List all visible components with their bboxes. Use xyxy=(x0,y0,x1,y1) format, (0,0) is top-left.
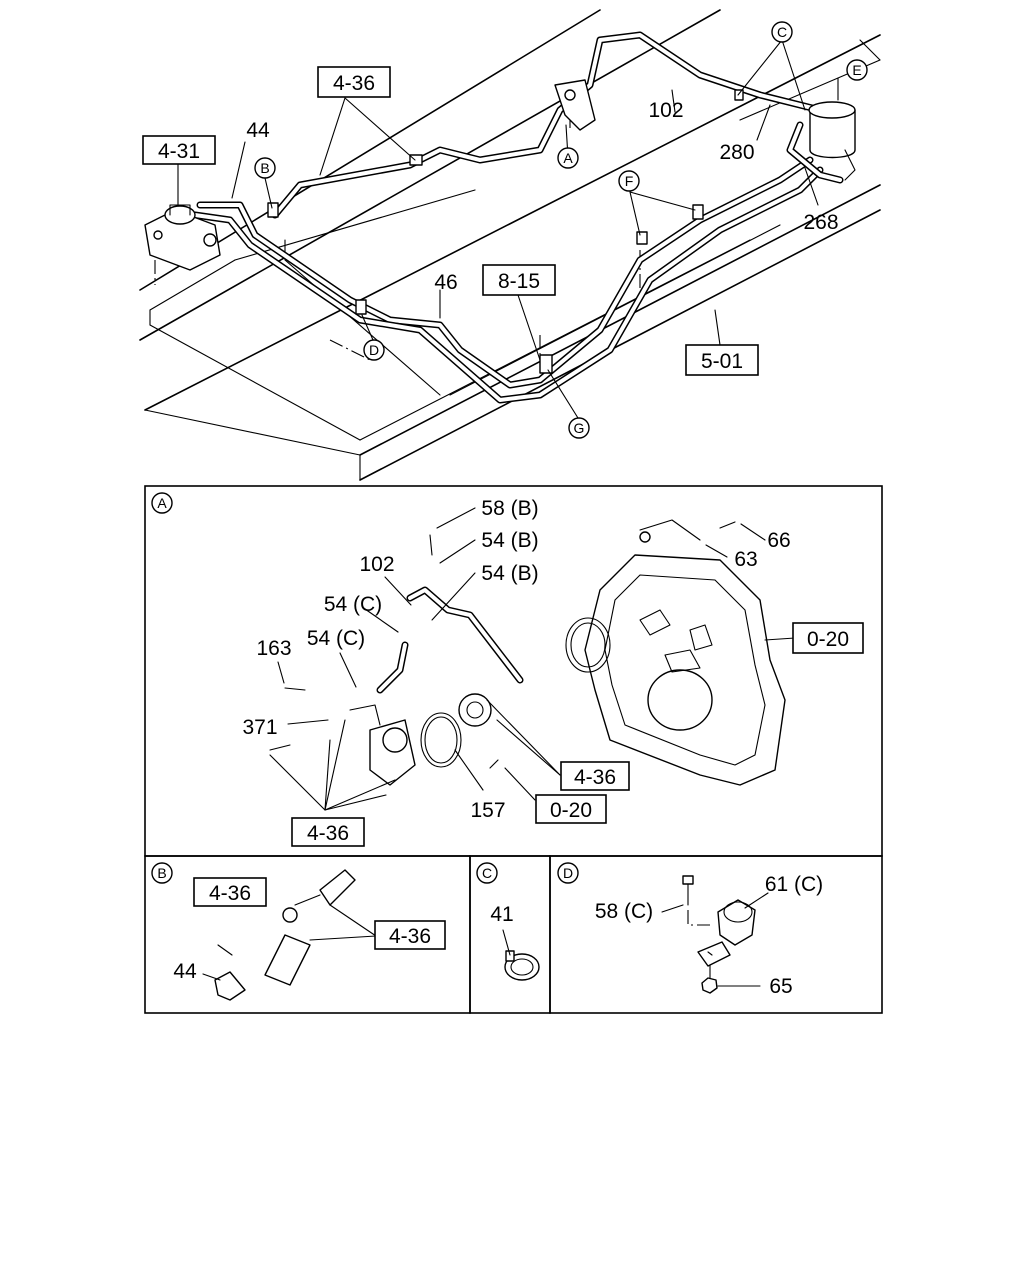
callout-a: A xyxy=(557,147,579,169)
fuel-filter xyxy=(808,101,856,181)
label-371: 371 xyxy=(242,716,277,739)
overview-leaders xyxy=(177,39,839,419)
part-number-280: 280 xyxy=(719,141,754,164)
svg-text:A: A xyxy=(563,150,573,166)
part-number-268: 268 xyxy=(803,211,838,234)
label-41: 41 xyxy=(490,903,513,926)
gasket-ring xyxy=(565,617,611,673)
label-54b: 54 (B) xyxy=(481,562,538,585)
label-65: 65 xyxy=(769,975,792,998)
detail-b-parts xyxy=(214,869,356,1001)
overview-diagram: 4-36 4-31 8-15 5-01 44 46 102 280 268 A … xyxy=(139,9,881,481)
bolt-58c xyxy=(682,875,694,906)
label-58c: 58 (C) xyxy=(595,900,653,923)
svg-text:0-20: 0-20 xyxy=(807,628,849,651)
part-number-102: 102 xyxy=(648,99,683,122)
ref-label: 4-36 xyxy=(333,72,375,95)
overview-ref-box-4-31: 4-31 xyxy=(142,135,216,165)
label-44: 44 xyxy=(173,960,197,983)
callout-b: B xyxy=(254,157,276,179)
o-ring-157 xyxy=(420,712,462,768)
gear xyxy=(458,693,492,727)
detail-d-leaders xyxy=(661,892,769,987)
detail-b-leaders xyxy=(202,904,377,981)
svg-text:4-36: 4-36 xyxy=(574,766,616,789)
svg-text:C: C xyxy=(777,24,787,40)
svg-text:F: F xyxy=(625,173,634,189)
label-54b: 54 (B) xyxy=(481,529,538,552)
ref-label: 8-15 xyxy=(498,270,540,293)
pipe-bracket xyxy=(697,899,756,967)
label-66: 66 xyxy=(767,529,790,552)
bolts xyxy=(269,521,736,769)
callout-d: D xyxy=(363,339,385,361)
detail-c-tag: C xyxy=(476,862,498,884)
detail-a-ref-0-20-stud: 0-20 xyxy=(535,794,607,824)
svg-text:D: D xyxy=(563,865,573,881)
bracket-a xyxy=(554,79,596,131)
ref-label: 4-31 xyxy=(158,140,200,163)
part-number-46: 46 xyxy=(434,271,457,294)
callout-c: C xyxy=(771,21,793,43)
svg-text:4-36: 4-36 xyxy=(209,882,251,905)
flywheel-housing xyxy=(584,519,786,786)
pipe-102 xyxy=(406,586,524,684)
detail-c-panel: C 41 xyxy=(469,855,551,1014)
callout-e: E xyxy=(846,59,868,81)
label-63: 63 xyxy=(734,548,757,571)
fuel-pump xyxy=(144,204,221,271)
detail-a-panel: A xyxy=(144,485,883,857)
label-102: 102 xyxy=(359,553,394,576)
label-54c: 54 (C) xyxy=(324,593,382,616)
svg-text:G: G xyxy=(574,420,585,436)
label-61c: 61 (C) xyxy=(765,873,823,896)
overview-ref-box-8-15: 8-15 xyxy=(482,264,556,296)
detail-a-ref-0-20-right: 0-20 xyxy=(792,622,864,654)
overview-ref-box-5-01: 5-01 xyxy=(685,344,759,376)
svg-text:4-36: 4-36 xyxy=(389,925,431,948)
label-163: 163 xyxy=(256,637,291,660)
detail-a-tag: A xyxy=(151,492,173,514)
label-58b: 58 (B) xyxy=(481,497,538,520)
detail-a-leaders xyxy=(269,507,796,811)
hose xyxy=(376,641,409,694)
callout-f: F xyxy=(618,170,640,192)
injection-pump xyxy=(349,704,416,786)
svg-text:C: C xyxy=(482,865,492,881)
detail-d-tag: D xyxy=(557,862,579,884)
part-number-44: 44 xyxy=(246,119,270,142)
detail-b-ref-right: 4-36 xyxy=(374,920,446,950)
hose-clamp xyxy=(504,950,540,981)
svg-text:B: B xyxy=(157,865,166,881)
detail-b-panel: B 4-36 4-36 44 xyxy=(144,855,471,1014)
svg-text:4-36: 4-36 xyxy=(307,822,349,845)
detail-a-ref-4-36-bottom: 4-36 xyxy=(291,817,365,847)
label-54c: 54 (C) xyxy=(307,627,365,650)
detail-d-panel: D 58 (C) 61 (C) 65 xyxy=(549,855,883,1014)
label-157: 157 xyxy=(470,799,505,822)
callout-g: G xyxy=(568,417,590,439)
overview-ref-box-4-36: 4-36 xyxy=(317,66,391,98)
svg-text:E: E xyxy=(852,62,861,78)
detail-b-tag: B xyxy=(151,862,173,884)
nut-65 xyxy=(701,965,718,994)
svg-text:B: B xyxy=(260,160,269,176)
svg-text:D: D xyxy=(369,342,379,358)
svg-text:0-20: 0-20 xyxy=(550,799,592,822)
pipe-clamps xyxy=(267,89,744,374)
detail-b-ref-top: 4-36 xyxy=(193,877,267,907)
ref-label: 5-01 xyxy=(701,350,743,373)
detail-a-ref-4-36-gear: 4-36 xyxy=(560,761,630,791)
svg-text:A: A xyxy=(157,495,167,511)
